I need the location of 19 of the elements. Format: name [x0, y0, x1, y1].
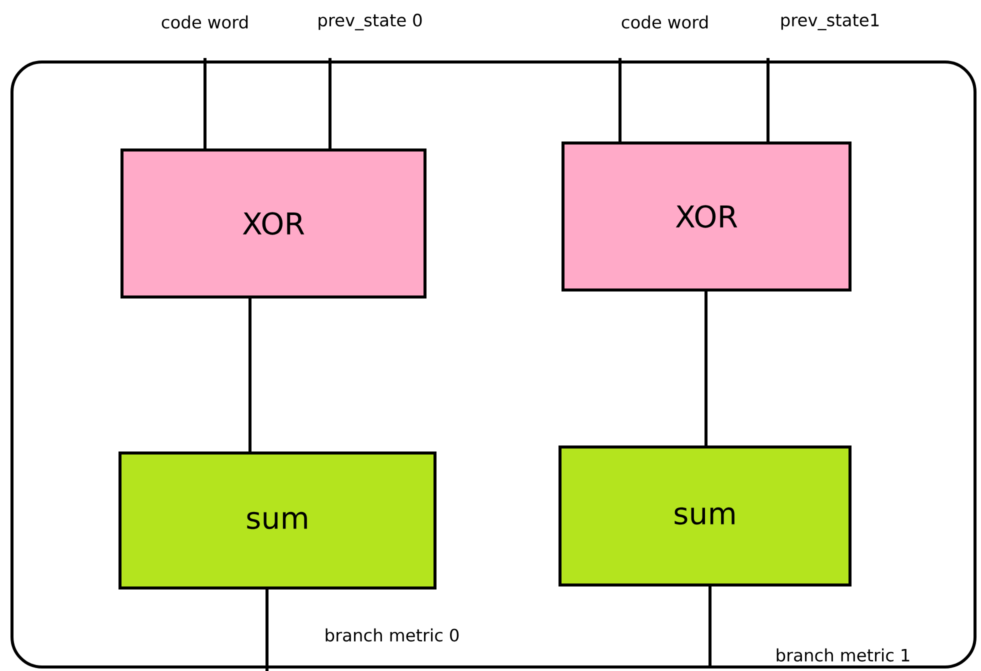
frame-box	[10, 60, 977, 668]
signal-label: prev_state1	[781, 14, 879, 30]
signal-label: code word	[162, 15, 248, 29]
sum-box: sum	[118, 452, 436, 590]
connector-line	[766, 58, 770, 142]
edge-label: branch metric 1	[773, 646, 913, 664]
connector-line	[328, 58, 332, 148]
sum-box: sum	[558, 446, 852, 586]
connector-line	[204, 58, 206, 148]
xor-box: XOR	[562, 142, 852, 292]
connector-line	[248, 298, 252, 452]
signal-label: code word	[622, 15, 708, 29]
connector-line	[704, 292, 708, 446]
edge-label: branch metric 0	[322, 626, 462, 644]
connector-line	[266, 590, 268, 671]
connector-line	[618, 58, 622, 142]
xor-box: XOR	[120, 148, 426, 298]
connector-line	[708, 586, 712, 667]
signal-label: prev_state 0	[318, 14, 422, 30]
